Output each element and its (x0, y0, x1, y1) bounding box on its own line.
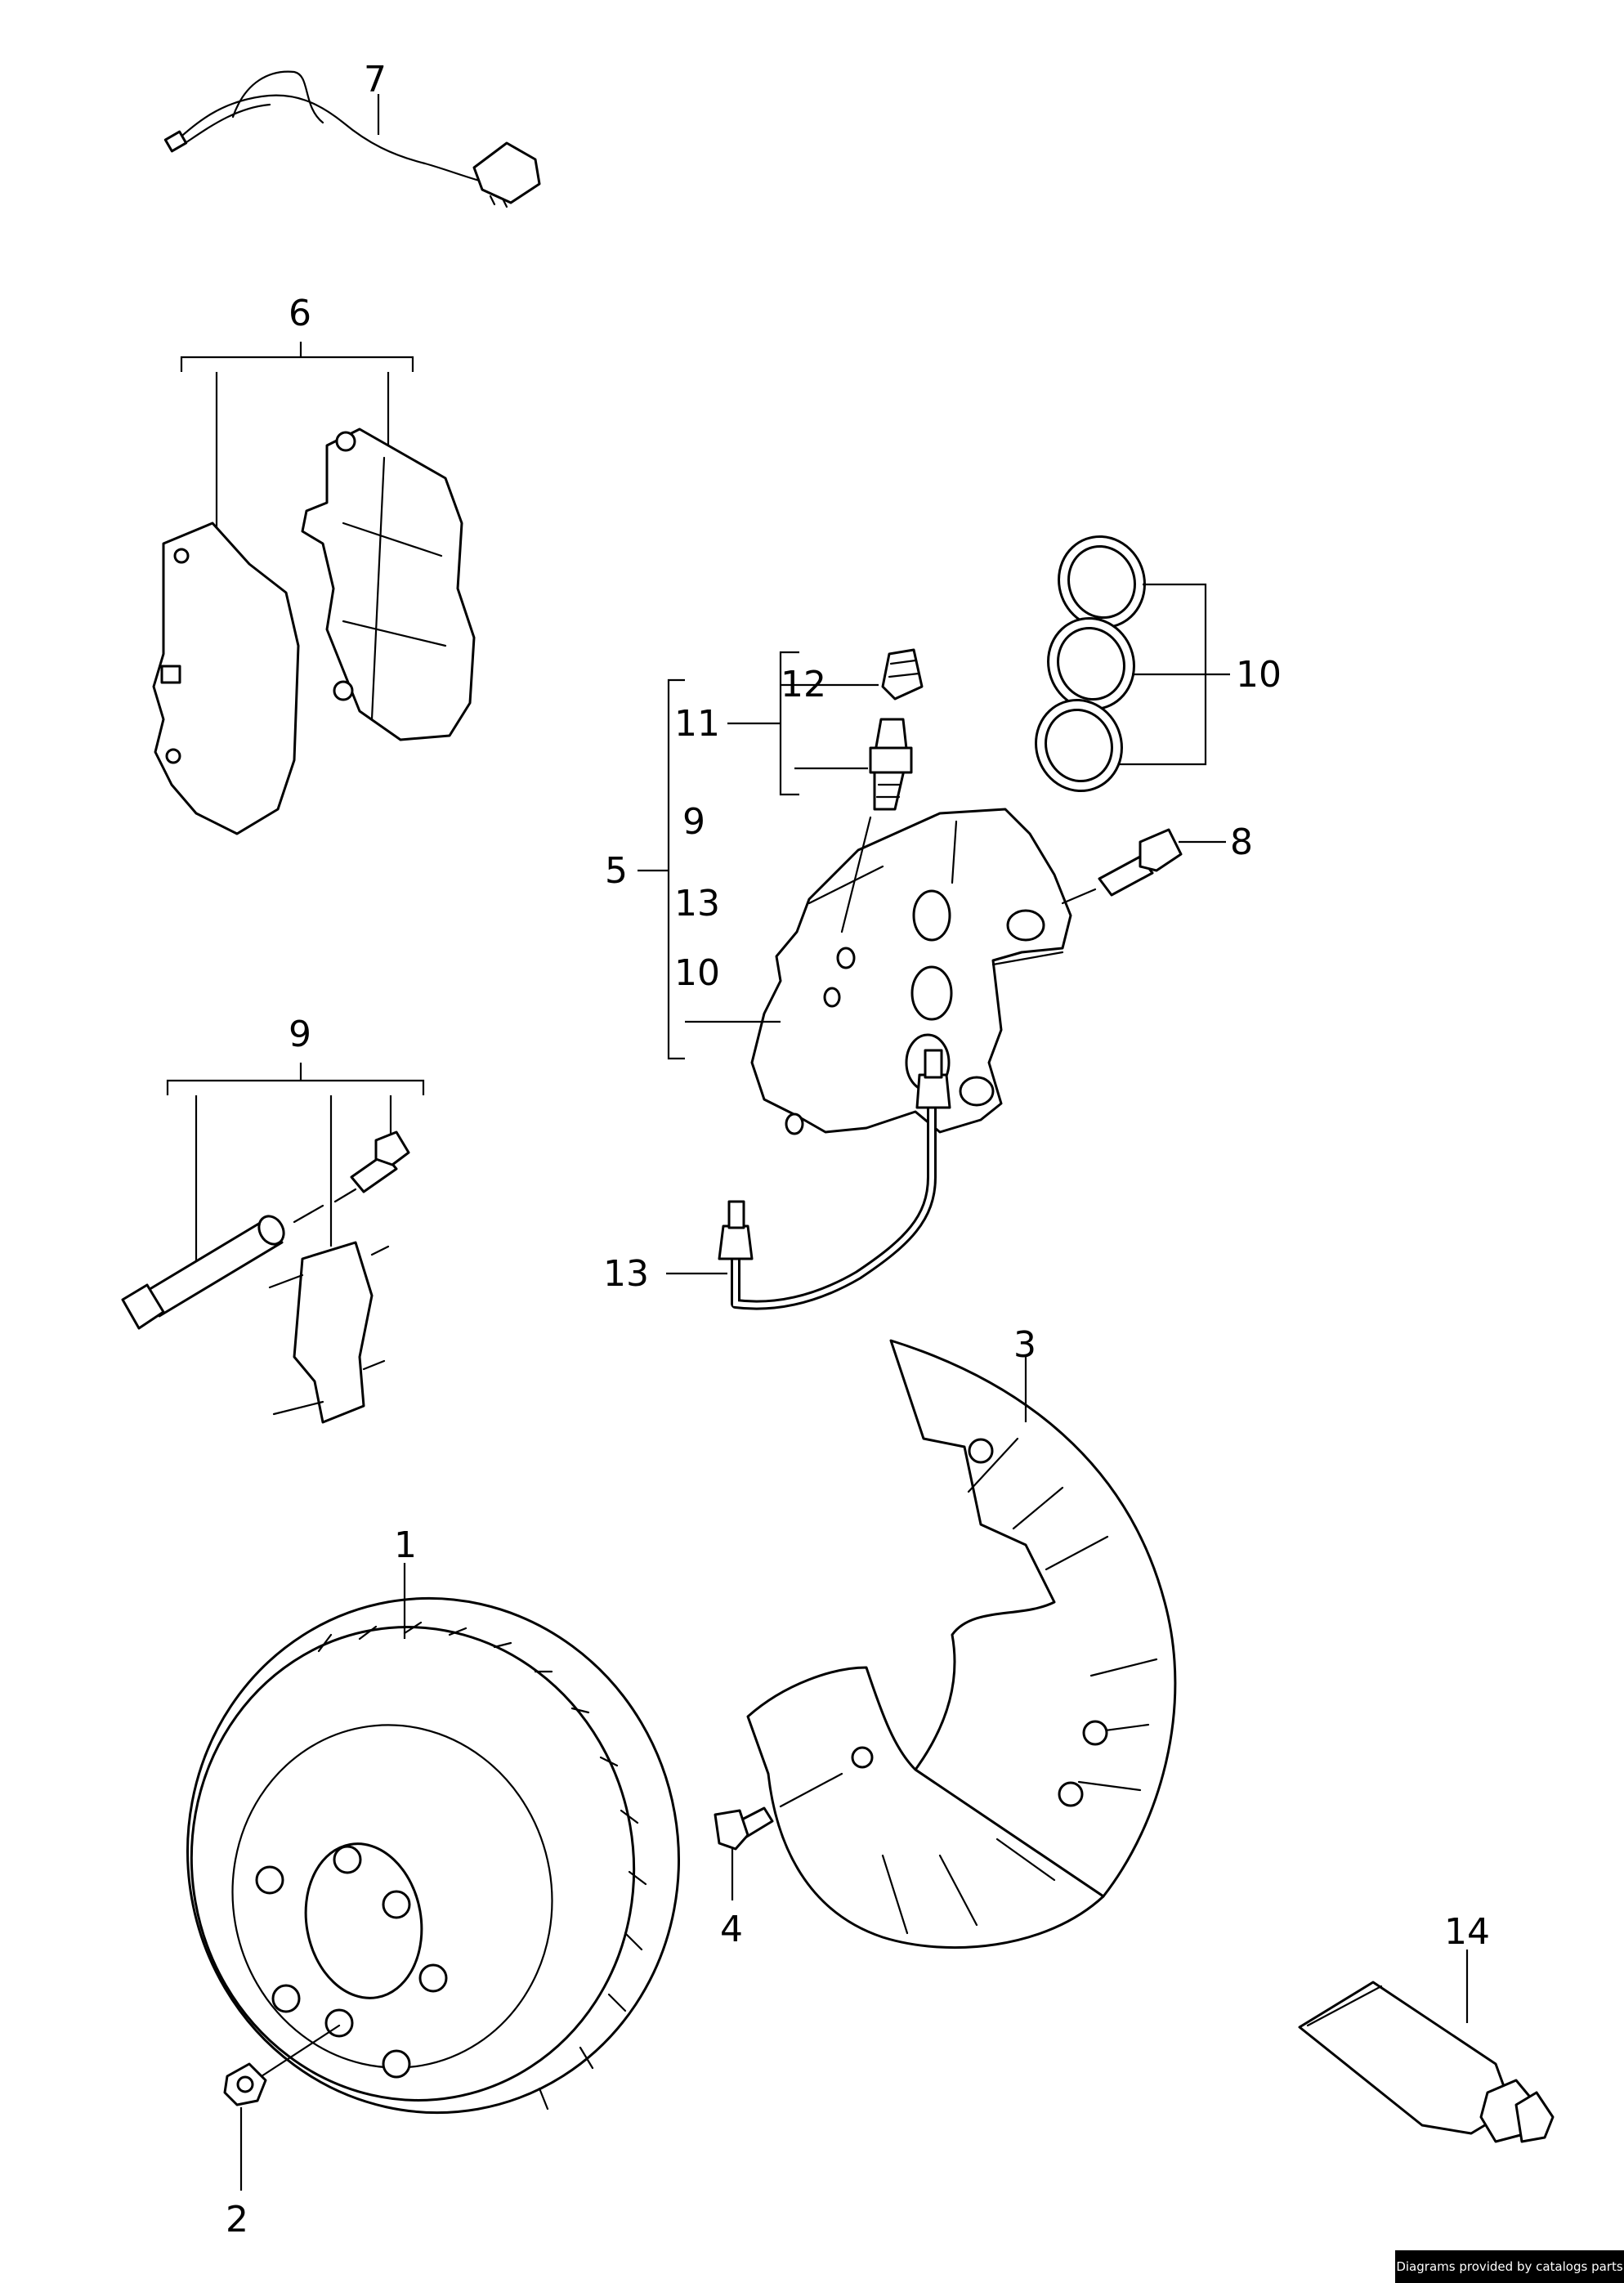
part-9-guide-pin-kit (121, 1063, 425, 1424)
part-4-shield-bolt (714, 1772, 843, 1851)
part-10-seal-rings (1035, 535, 1146, 793)
callout-7: 7 (364, 59, 387, 101)
callout-13-list: 13 (674, 883, 720, 924)
callout-10-group: 10 (1236, 654, 1282, 696)
part-2-disc-screw (223, 2024, 341, 2106)
part-8-caliper-bolt (1061, 828, 1183, 905)
callout-14: 14 (1444, 1911, 1490, 1953)
callout-1: 1 (394, 1524, 417, 1566)
part-3-splash-shield (746, 1339, 1177, 1950)
callout-13-line: 13 (603, 1253, 649, 1295)
part-6-brake-pads (152, 342, 476, 835)
callout-10-list: 10 (674, 952, 720, 994)
part-12-bleeder-cap (881, 648, 924, 701)
callout-3: 3 (1013, 1324, 1036, 1366)
part-7-wear-sensor (163, 70, 541, 208)
callout-11: 11 (674, 703, 720, 745)
callout-4: 4 (720, 1909, 743, 1950)
part-5-caliper (750, 808, 1072, 1135)
callout-12: 12 (781, 664, 826, 705)
callout-9-top: 9 (289, 1014, 311, 1055)
part-13-brake-line (718, 1049, 951, 1310)
callout-6: 6 (289, 293, 311, 334)
callout-9-group: 9 (682, 801, 705, 843)
callout-2: 2 (226, 2199, 248, 2240)
part-1-brake-disc (186, 1596, 680, 2115)
callout-8: 8 (1230, 821, 1253, 863)
part-11-bleeder-valve (840, 718, 913, 933)
diagram-credit: Diagrams provided by catalogs parts (1395, 2250, 1624, 2283)
part-14-grease-tube (1298, 1981, 1555, 2143)
callout-5: 5 (605, 850, 628, 892)
